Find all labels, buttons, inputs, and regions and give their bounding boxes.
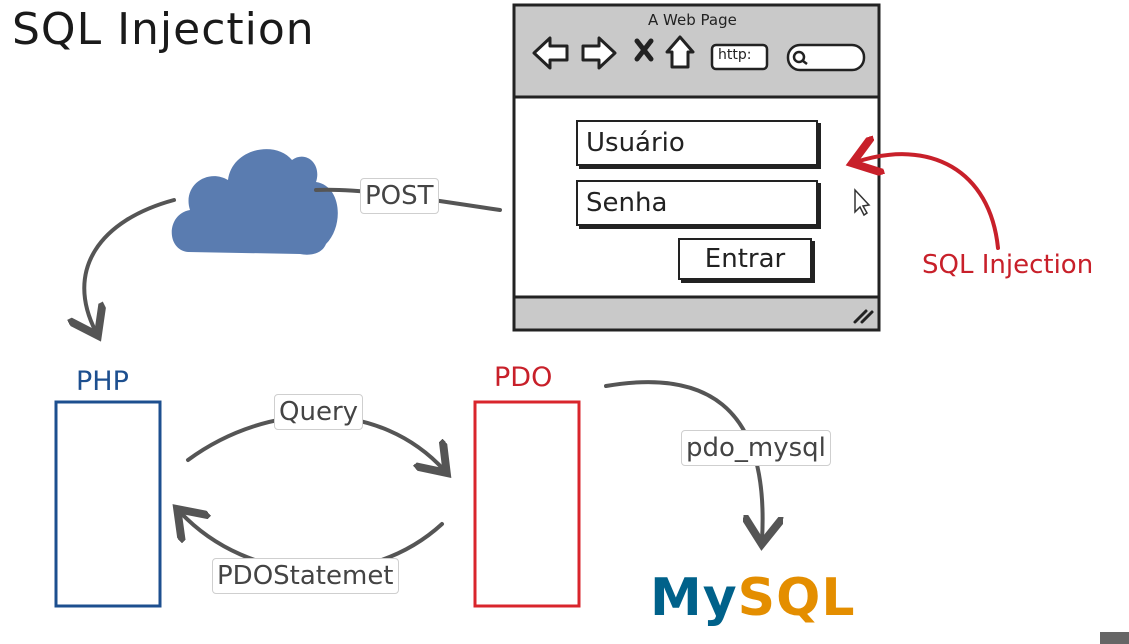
- mysql-logo-sql: SQL: [737, 568, 856, 628]
- pdo-mysql-label: pdo_mysql: [681, 430, 831, 466]
- browser-statusbar: [512, 295, 881, 332]
- address-text: http:: [718, 47, 752, 63]
- address-bar[interactable]: [710, 43, 769, 71]
- query-label: Query: [274, 394, 364, 430]
- injection-arrow: [856, 154, 1000, 250]
- cloud-icon: [171, 149, 338, 255]
- password-field[interactable]: Senha: [576, 180, 818, 226]
- resize-grip-icon: [853, 309, 874, 324]
- pdo-box: [473, 400, 581, 608]
- cursor-icon: [854, 188, 871, 217]
- forward-arrow-icon[interactable]: [581, 36, 617, 70]
- submit-button[interactable]: Entrar: [678, 238, 812, 280]
- sql-injection-label: SQL Injection: [922, 250, 1094, 280]
- mysql-logo: MySQL: [650, 568, 855, 628]
- php-label: PHP: [76, 366, 129, 397]
- pdo-mysql-arrow: [604, 380, 763, 540]
- home-icon[interactable]: [665, 35, 695, 69]
- search-icon: [792, 50, 808, 65]
- cloud-to-php-arrow: [84, 198, 176, 332]
- php-box: [54, 400, 162, 608]
- page-title: A Web Page: [648, 11, 737, 29]
- browser-window: [512, 3, 881, 332]
- corner-marker: [1100, 632, 1129, 644]
- pdo-label: PDO: [494, 362, 553, 393]
- diagram-title: SQL Injection: [12, 4, 315, 55]
- back-arrow-icon[interactable]: [532, 36, 569, 70]
- search-input[interactable]: [786, 43, 866, 72]
- pdostatement-label: PDOStatemet: [212, 558, 399, 594]
- mysql-logo-my: My: [650, 568, 738, 628]
- post-label: POST: [360, 178, 439, 214]
- username-field[interactable]: Usuário: [576, 120, 818, 166]
- close-icon[interactable]: [634, 38, 654, 62]
